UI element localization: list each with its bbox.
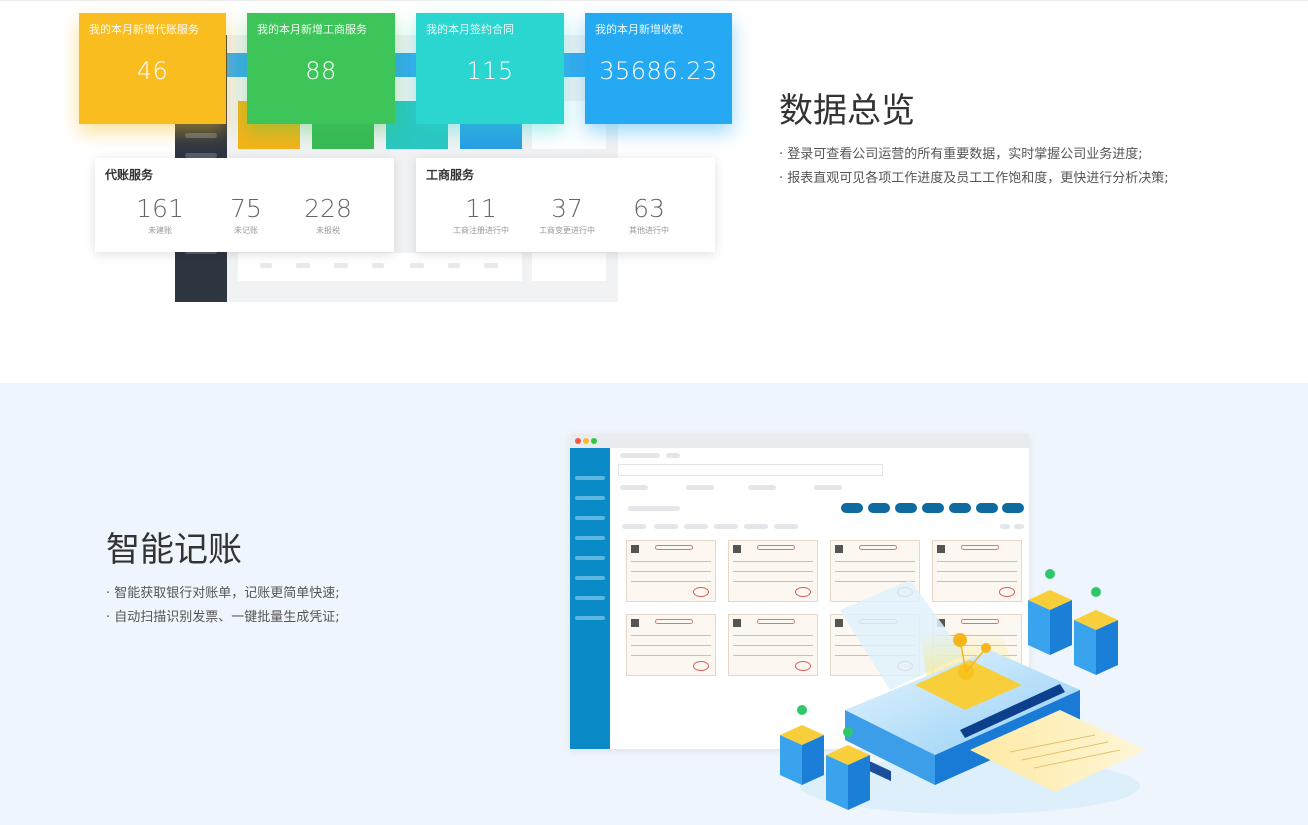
stat-value: 46	[136, 57, 169, 85]
service-metric: 63 其他进行中	[604, 194, 694, 236]
server-stack-icon	[1074, 587, 1118, 675]
bookkeeping-bullet: · 自动扫描识别发票、一键批量生成凭证;	[106, 610, 340, 625]
stat-value: 115	[466, 57, 514, 85]
server-stack-icon	[780, 705, 824, 785]
overview-bullet: · 登录可查看公司运营的所有重要数据，实时掌握公司业务进度;	[779, 147, 1143, 162]
overview-description: · 登录可查看公司运营的所有重要数据，实时掌握公司业务进度; · 报表直观可见各…	[779, 143, 1169, 191]
server-stack-icon	[826, 727, 870, 810]
stat-label: 我的本月签约合同	[426, 23, 514, 36]
maximize-dot-icon	[591, 438, 597, 444]
minimize-dot-icon	[583, 438, 589, 444]
stat-card-payments: 我的本月新增收款 35686.23	[585, 13, 732, 124]
stat-card-contracts: 我的本月签约合同 115	[416, 13, 564, 124]
overview-heading: 数据总览	[779, 91, 915, 131]
service-metric: 37 工商变更进行中	[522, 194, 612, 236]
metric-value: 228	[304, 194, 352, 223]
service-metric: 228 未报税	[283, 194, 373, 236]
overview-section: 我的本月新增代账服务 46 我的本月新增工商服务 88 我的本月签约合同 115…	[0, 0, 1308, 383]
service-card-bookkeeping: 代账服务 161 未建账 75 未记账 228 未报税	[95, 158, 394, 252]
stat-label: 我的本月新增收款	[595, 23, 683, 36]
app-window-illustration	[570, 434, 1029, 749]
mockup-button	[841, 503, 863, 513]
metric-caption: 未记账	[234, 226, 258, 235]
overview-bullet: · 报表直观可见各项工作进度及员工工作饱和度，更快进行分析决策;	[779, 171, 1169, 186]
mockup-button	[868, 503, 890, 513]
stat-value: 35686.23	[599, 57, 718, 85]
metric-caption: 工商注册进行中	[453, 226, 509, 235]
invoice-thumbnail	[626, 540, 716, 602]
service-card-title: 工商服务	[426, 168, 475, 182]
metric-caption: 工商变更进行中	[539, 226, 595, 235]
metric-value: 63	[633, 194, 665, 223]
metric-value: 37	[551, 194, 583, 223]
metric-caption: 其他进行中	[629, 226, 669, 235]
metric-value: 11	[465, 194, 497, 223]
window-sidebar	[570, 448, 610, 749]
mockup-button	[922, 503, 944, 513]
bookkeeping-description: · 智能获取银行对账单，记账更简单快速; · 自动扫描识别发票、一键批量生成凭证…	[106, 582, 340, 630]
mockup-button	[949, 503, 971, 513]
window-titlebar	[570, 434, 1029, 448]
bookkeeping-bullet: · 智能获取银行对账单，记账更简单快速;	[106, 586, 340, 601]
bookkeeping-heading: 智能记账	[106, 530, 242, 570]
invoice-thumbnail	[932, 540, 1022, 602]
service-card-title: 代账服务	[105, 168, 154, 182]
metric-caption: 未建账	[148, 226, 172, 235]
metric-value: 75	[230, 194, 262, 223]
server-stack-icon	[1028, 569, 1072, 655]
service-card-business: 工商服务 11 工商注册进行中 37 工商变更进行中 63 其他进行中	[416, 158, 715, 252]
metric-caption: 未报税	[316, 226, 340, 235]
metric-value: 161	[136, 194, 184, 223]
stat-card-new-bookkeeping: 我的本月新增代账服务 46	[79, 13, 226, 124]
mockup-button	[1002, 503, 1024, 513]
invoice-thumbnail	[728, 540, 818, 602]
stat-label: 我的本月新增代账服务	[89, 23, 199, 36]
close-dot-icon	[575, 438, 581, 444]
mockup-panel	[532, 253, 606, 281]
stat-label: 我的本月新增工商服务	[257, 23, 367, 36]
service-metric: 75 未记账	[201, 194, 291, 236]
stat-value: 88	[305, 57, 337, 85]
mockup-button	[895, 503, 917, 513]
invoice-thumbnail	[626, 614, 716, 676]
service-metric: 11 工商注册进行中	[436, 194, 526, 236]
mockup-button	[976, 503, 998, 513]
invoice-thumbnail	[728, 614, 818, 676]
service-metric: 161 未建账	[115, 194, 205, 236]
stat-card-new-business: 我的本月新增工商服务 88	[247, 13, 395, 124]
scanner-illustration	[780, 569, 1145, 814]
